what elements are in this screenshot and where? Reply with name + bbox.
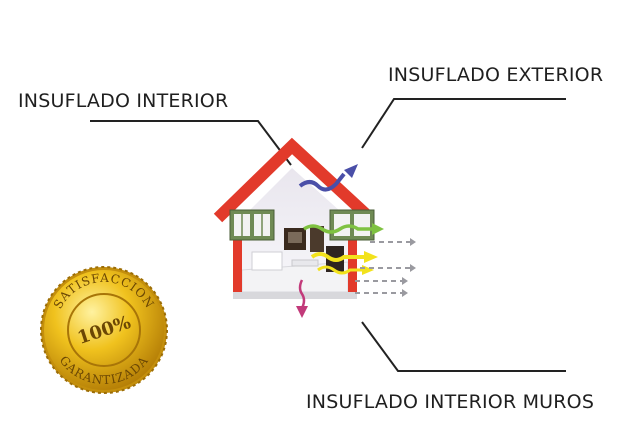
arrow-green-head: [372, 223, 384, 235]
arrow-yellow-head-2: [362, 265, 374, 275]
furniture-sofa: [251, 251, 283, 271]
label-insuflado-interior-muros: INSUFLADO INTERIOR MUROS: [306, 391, 595, 413]
arrow-yellow-head-1: [364, 251, 378, 263]
arrow-pink-head: [296, 306, 308, 318]
seal-body: [44, 270, 164, 390]
arrow-yellow-wavy-1: [310, 252, 364, 262]
arrow-grey-head-2: [410, 264, 416, 272]
arrow-grey-head-1: [410, 238, 416, 246]
label-insuflado-interior: INSUFLADO INTERIOR: [18, 90, 229, 112]
house-right-wall: [348, 222, 357, 297]
seal-inner-ring: [67, 293, 141, 367]
leader-line-exterior: [361, 98, 566, 149]
arrow-blue-head: [344, 164, 358, 178]
satisfaction-seal: SATISFACCION GARANTIZADA 100%: [40, 266, 168, 394]
arrow-yellow-wavy-2: [317, 265, 364, 275]
house-illustration: [213, 137, 375, 299]
airflow-arrows: [296, 164, 416, 318]
arrow-green-wavy: [303, 224, 372, 234]
furniture-table: [291, 259, 319, 267]
label-insuflado-exterior: INSUFLADO EXTERIOR: [388, 64, 604, 86]
arrow-pink-down: [298, 279, 306, 309]
leader-line-muros: [361, 321, 566, 372]
house-floor-slab: [233, 292, 357, 299]
arrow-grey-head-4: [402, 289, 408, 297]
left-window: [229, 209, 275, 241]
house-roof: [213, 137, 375, 223]
house-left-wall: [233, 222, 242, 297]
arrow-blue-exhaust: [298, 172, 346, 192]
leader-line-interior: [90, 120, 292, 166]
furniture-tv: [288, 232, 302, 243]
furniture-shelf: [310, 226, 324, 252]
arrow-grey-head-3: [402, 277, 408, 285]
